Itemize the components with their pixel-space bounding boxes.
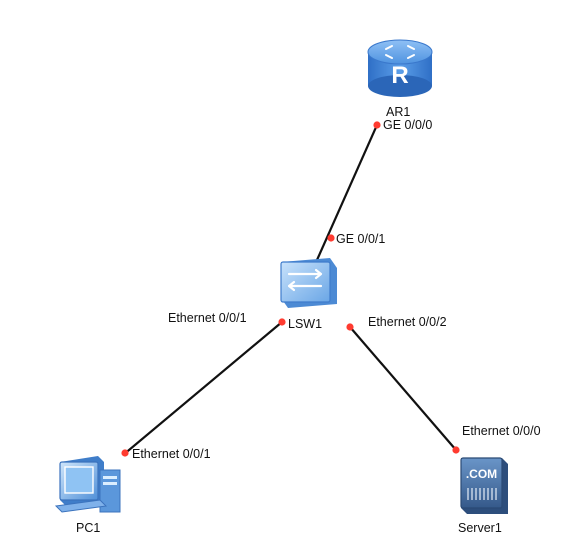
switch-label-lsw1: LSW1 — [288, 317, 322, 331]
switch-lsw1[interactable]: LSW1 — [280, 258, 337, 331]
pc-label-pc1: PC1 — [76, 521, 100, 535]
port-dot-lsw1-ge0-0-1[interactable] — [327, 234, 335, 242]
pc-icon — [54, 456, 121, 513]
links — [122, 124, 457, 456]
interface-labels: GE 0/0/0 GE 0/0/1 Ethernet 0/0/1 Etherne… — [132, 118, 541, 461]
switch-icon — [280, 258, 337, 308]
port-label-lsw1-eth0-0-2: Ethernet 0/0/2 — [368, 315, 447, 329]
pc-pc1[interactable]: PC1 — [54, 456, 121, 535]
port-label-server1-eth0-0-0: Ethernet 0/0/0 — [462, 424, 541, 438]
router-label-ar1: AR1 — [386, 105, 410, 119]
router-badge: R — [391, 62, 408, 89]
server-server1[interactable]: .COM Server1 — [458, 457, 508, 535]
link-lsw1-pc1[interactable] — [122, 321, 283, 456]
port-label-lsw1-eth0-0-1: Ethernet 0/0/1 — [168, 311, 247, 325]
port-label-pc1-eth0-0-1: Ethernet 0/0/1 — [132, 447, 211, 461]
port-label-ar1-ge0-0-0: GE 0/0/0 — [383, 118, 432, 132]
port-dot-pc1-eth0-0-1[interactable] — [121, 449, 129, 457]
server-icon: .COM — [460, 457, 508, 514]
server-label-server1: Server1 — [458, 521, 502, 535]
link-ar1-lsw1[interactable] — [315, 124, 379, 261]
port-dots — [121, 121, 460, 457]
link-lsw1-server1[interactable] — [349, 326, 457, 451]
router-ar1[interactable]: R AR1 — [367, 39, 433, 119]
port-label-lsw1-ge0-0-1: GE 0/0/1 — [336, 232, 385, 246]
server-badge: .COM — [466, 467, 497, 481]
port-dot-lsw1-eth0-0-2[interactable] — [346, 323, 354, 331]
port-dot-lsw1-eth0-0-1[interactable] — [278, 318, 286, 326]
port-dot-server1-eth0-0-0[interactable] — [452, 446, 460, 454]
port-dot-ar1-ge0-0-0[interactable] — [373, 121, 381, 129]
router-icon: R — [367, 39, 433, 97]
